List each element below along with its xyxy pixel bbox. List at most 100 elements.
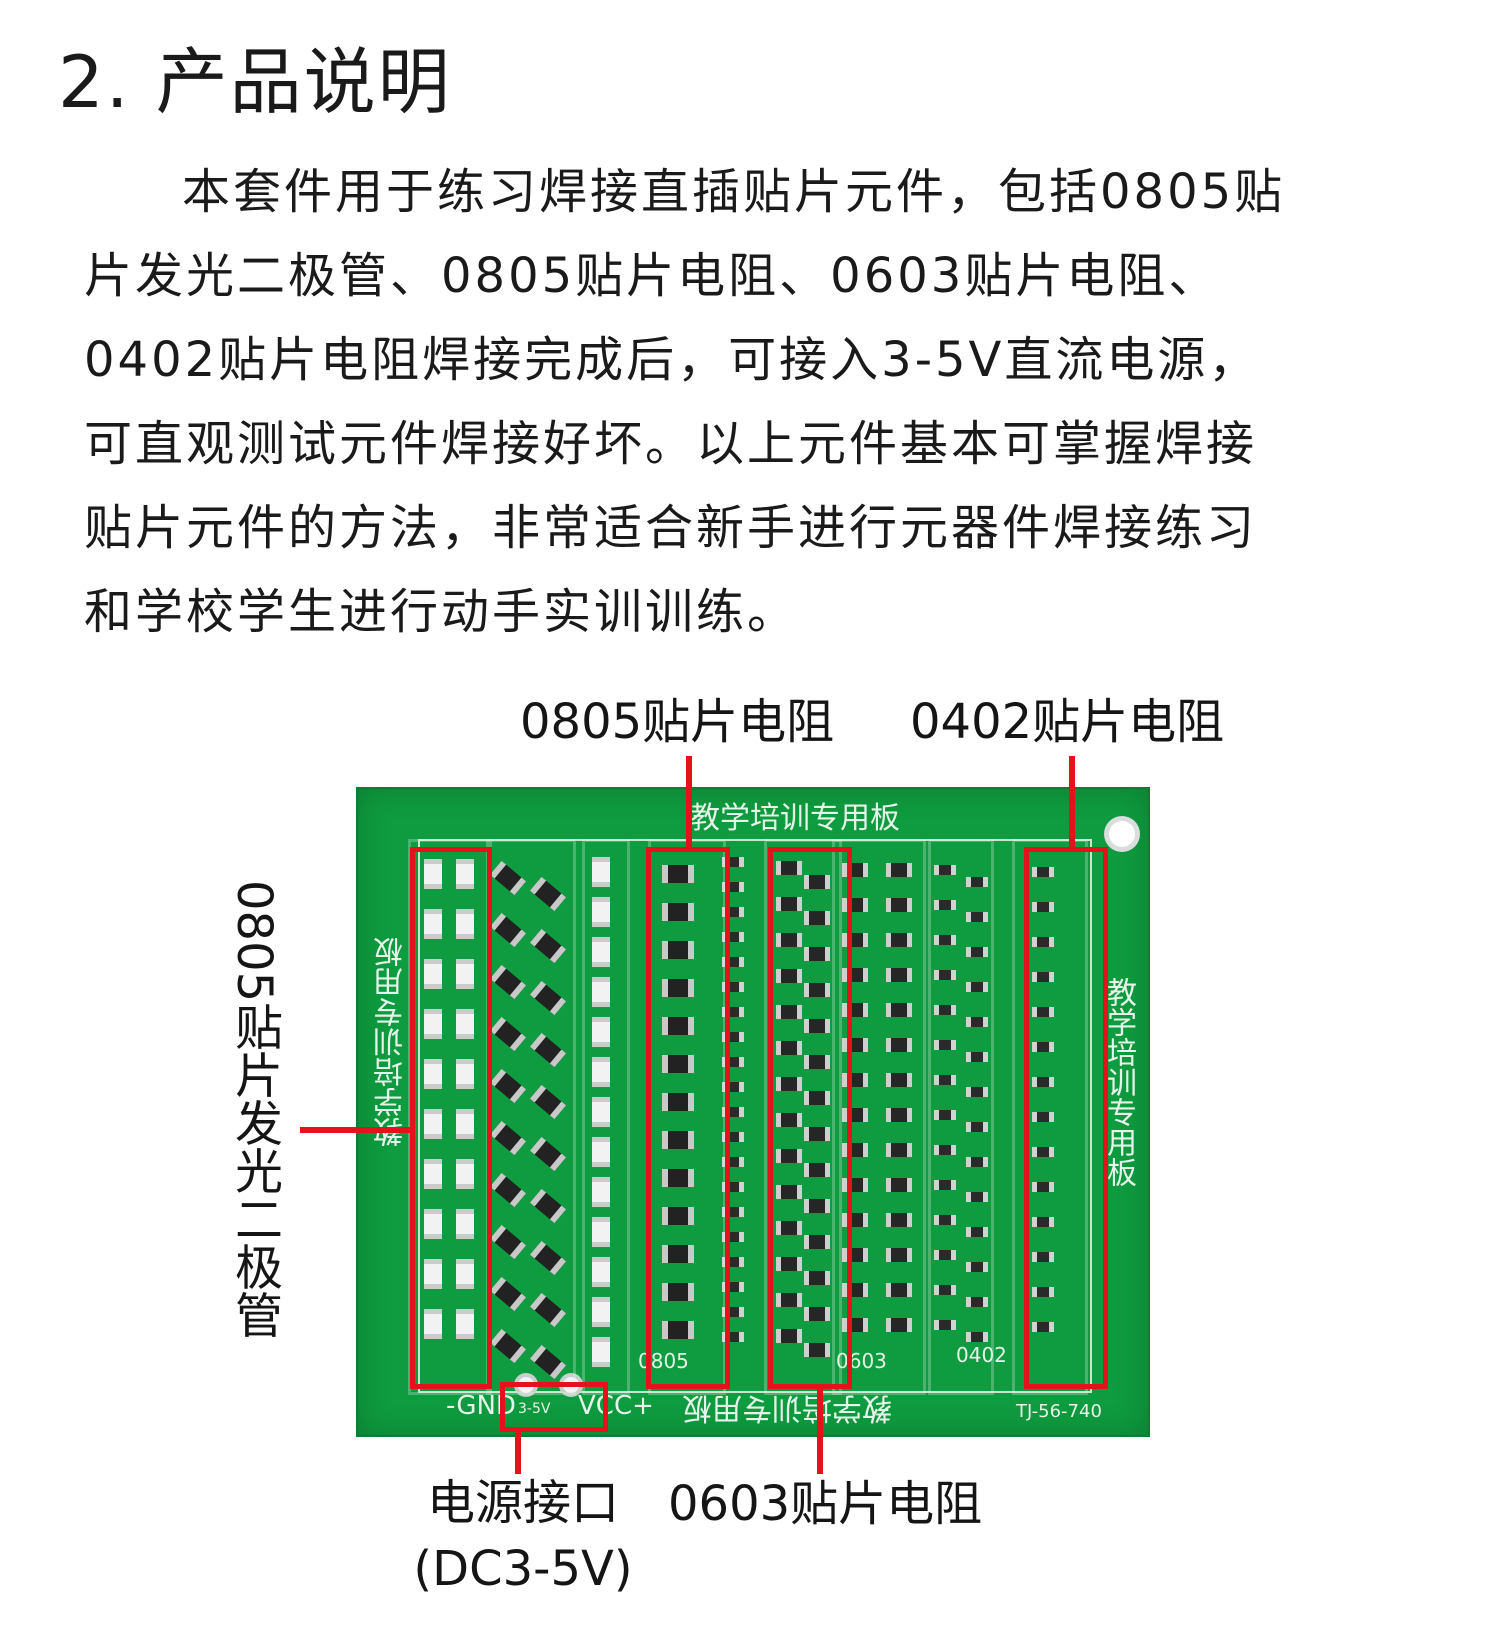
smd-resistor-0603 bbox=[776, 1005, 802, 1019]
smd-resistor-0402 bbox=[966, 1017, 988, 1027]
description-line: 本套件用于练习焊接直插贴片元件，包括0805贴 bbox=[182, 164, 1286, 220]
callout-0402-resistor: 0402贴片电阻 bbox=[910, 694, 1225, 750]
smd-led bbox=[456, 1109, 474, 1139]
smd-resistor-0603 bbox=[804, 1199, 830, 1213]
smd-resistor-0603 bbox=[804, 1235, 830, 1249]
smd-resistor-small bbox=[722, 1207, 744, 1217]
smd-resistor-small bbox=[722, 1157, 744, 1167]
smd-led bbox=[592, 937, 610, 967]
smd-resistor-0402 bbox=[934, 1215, 956, 1225]
silkscreen-frame bbox=[486, 839, 576, 1395]
smd-led bbox=[592, 857, 610, 887]
smd-led bbox=[424, 1309, 442, 1339]
smd-resistor-0402 bbox=[966, 1227, 988, 1237]
smd-resistor-0402 bbox=[934, 1075, 956, 1085]
smd-resistor-0805 bbox=[662, 1131, 694, 1149]
highlight-led-column bbox=[410, 847, 492, 1389]
smd-resistor-0603 bbox=[804, 947, 830, 961]
description-line: 0402贴片电阻焊接完成后，可接入3-5V直流电源， bbox=[84, 332, 1260, 388]
smd-led bbox=[592, 1177, 610, 1207]
smd-resistor-0603 bbox=[886, 1213, 912, 1227]
smd-resistor-0402 bbox=[934, 1005, 956, 1015]
smd-resistor-0805 bbox=[662, 903, 694, 921]
smd-resistor-0603 bbox=[886, 1318, 912, 1332]
smd-resistor-0603 bbox=[776, 1185, 802, 1199]
smd-resistor-0402 bbox=[934, 1040, 956, 1050]
smd-led bbox=[592, 1057, 610, 1087]
smd-led bbox=[456, 1309, 474, 1339]
smd-resistor-small bbox=[722, 1032, 744, 1042]
voltage-label: 3-5V bbox=[518, 1401, 551, 1417]
smd-resistor-small bbox=[722, 982, 744, 992]
smd-resistor-small bbox=[722, 1132, 744, 1142]
smd-resistor-0805 bbox=[662, 1169, 694, 1187]
smd-resistor-0402 bbox=[966, 1262, 988, 1272]
smd-led bbox=[592, 1297, 610, 1327]
smd-resistor-0603 bbox=[804, 1055, 830, 1069]
smd-resistor-small bbox=[722, 1082, 744, 1092]
vcc-label: VCC+ bbox=[578, 1391, 654, 1421]
callout-0805-led: 0805贴片发光二极管 bbox=[226, 880, 282, 1339]
smd-resistor-small bbox=[722, 1332, 744, 1342]
smd-resistor-0603 bbox=[776, 969, 802, 983]
smd-led bbox=[592, 897, 610, 927]
smd-resistor-0402 bbox=[966, 1052, 988, 1062]
silkscreen-frame bbox=[1012, 839, 1088, 1395]
smd-led bbox=[424, 1259, 442, 1289]
smd-resistor-0603 bbox=[776, 1041, 802, 1055]
smd-resistor-0603 bbox=[804, 983, 830, 997]
smd-resistor-0402 bbox=[934, 1320, 956, 1330]
smd-resistor-0603 bbox=[776, 897, 802, 911]
smd-resistor-0603 bbox=[886, 1038, 912, 1052]
smd-resistor-0603 bbox=[776, 1113, 802, 1127]
callout-power-spec: (DC3-5V) bbox=[413, 1541, 633, 1597]
smd-resistor-0603 bbox=[804, 1019, 830, 1033]
smd-resistor-0402 bbox=[1032, 1077, 1054, 1087]
smd-resistor-0402 bbox=[1032, 1322, 1054, 1332]
smd-resistor-0603 bbox=[776, 1149, 802, 1163]
smd-resistor-small bbox=[722, 1232, 744, 1242]
smd-resistor-0603 bbox=[804, 1091, 830, 1105]
highlight-0603-column bbox=[768, 847, 852, 1389]
smd-resistor-0603 bbox=[776, 1257, 802, 1271]
leader-0805 bbox=[686, 756, 692, 849]
smd-resistor-0402 bbox=[934, 1145, 956, 1155]
smd-resistor-0402 bbox=[1032, 902, 1054, 912]
smd-led bbox=[592, 1217, 610, 1247]
smd-resistor-0402 bbox=[1032, 1042, 1054, 1052]
smd-resistor-0603 bbox=[776, 1329, 802, 1343]
smd-resistor-0402 bbox=[966, 1192, 988, 1202]
smd-led bbox=[456, 1159, 474, 1189]
smd-resistor-0805 bbox=[662, 979, 694, 997]
smd-led bbox=[424, 959, 442, 989]
smd-resistor-0603 bbox=[886, 1108, 912, 1122]
smd-resistor-0402 bbox=[966, 1157, 988, 1167]
smd-resistor-0402 bbox=[1032, 1182, 1054, 1192]
callout-power-label: 电源接口 bbox=[426, 1475, 619, 1531]
product-description: 本套件用于练习焊接直插贴片元件，包括0805贴 片发光二极管、0805贴片电阻、… bbox=[84, 150, 1424, 654]
silkscreen-frame bbox=[832, 839, 926, 1395]
smd-resistor-0805 bbox=[662, 1093, 694, 1111]
smd-resistor-0603 bbox=[886, 1178, 912, 1192]
smd-resistor-0603 bbox=[886, 1073, 912, 1087]
highlight-0402-column bbox=[1024, 847, 1108, 1389]
smd-resistor-small bbox=[722, 957, 744, 967]
smd-resistor-small bbox=[722, 1257, 744, 1267]
smd-resistor-0402 bbox=[1032, 1147, 1054, 1157]
smd-resistor-0402 bbox=[1032, 937, 1054, 947]
smd-resistor-0402 bbox=[1032, 1252, 1054, 1262]
smd-led bbox=[424, 859, 442, 889]
smd-resistor-0805 bbox=[662, 1017, 694, 1035]
smd-resistor-0603 bbox=[886, 933, 912, 947]
smd-led bbox=[592, 977, 610, 1007]
smd-resistor-small bbox=[722, 932, 744, 942]
smd-resistor-0402 bbox=[1032, 867, 1054, 877]
smd-resistor-0402 bbox=[934, 1285, 956, 1295]
smd-led bbox=[592, 1017, 610, 1047]
smd-resistor-0603 bbox=[804, 875, 830, 889]
smd-led bbox=[424, 1209, 442, 1239]
smd-resistor-0603 bbox=[886, 1003, 912, 1017]
smd-led bbox=[456, 859, 474, 889]
smd-resistor-0402 bbox=[1032, 1287, 1054, 1297]
leader-led bbox=[300, 1127, 412, 1133]
